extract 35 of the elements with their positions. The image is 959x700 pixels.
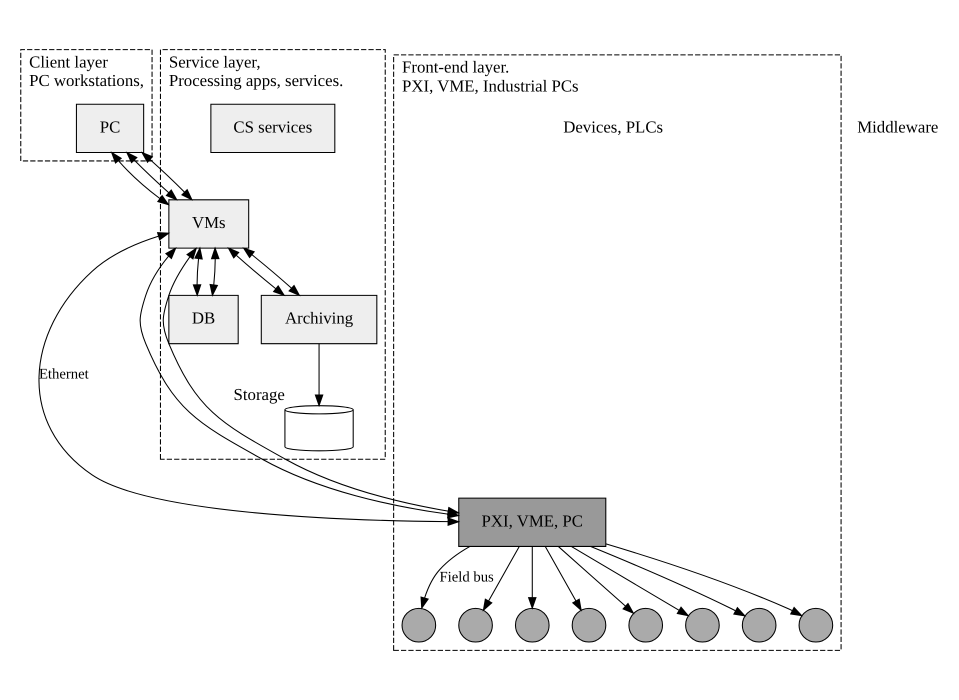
arrow <box>482 546 520 612</box>
node-box: VMs <box>168 199 250 249</box>
node-box: PXI, VME, PC <box>458 498 606 547</box>
node-circle <box>514 608 550 643</box>
node-box: CS services <box>210 104 336 154</box>
arrow <box>227 247 286 296</box>
arrow <box>314 344 324 408</box>
arrow <box>571 546 690 617</box>
node-circle <box>458 608 493 643</box>
arrow <box>192 246 203 297</box>
node-circle <box>798 608 834 643</box>
node-box: Archiving <box>260 294 378 344</box>
node-label: Storage <box>234 385 285 404</box>
arrow <box>528 546 537 610</box>
arrow <box>420 546 470 610</box>
node-circle <box>572 608 606 643</box>
node-circle <box>742 608 776 643</box>
node-box: DB <box>168 294 239 344</box>
arrow <box>590 546 746 617</box>
label: Devices, PLCs <box>563 117 664 136</box>
node-circle <box>628 608 664 643</box>
arrow <box>110 151 170 206</box>
label: Middleware <box>857 117 938 136</box>
arrow <box>558 546 635 614</box>
arrow <box>126 151 178 201</box>
arrow <box>140 151 194 201</box>
node-circle <box>685 608 720 643</box>
edge-label: Field bus <box>439 569 494 586</box>
edge-label: Ethernet <box>38 366 89 383</box>
arrow <box>209 246 220 297</box>
node-circle <box>402 608 436 643</box>
node-box: PC <box>76 104 144 154</box>
arrow <box>606 543 804 616</box>
arrow <box>242 247 301 296</box>
arrow <box>544 546 582 612</box>
